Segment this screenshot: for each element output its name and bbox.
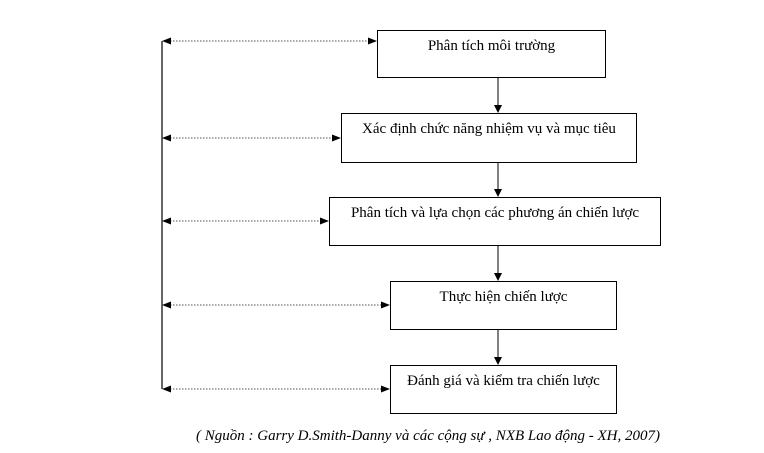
feedback-connector-3: [162, 217, 329, 225]
step-label: Xác định chức năng nhiệm vụ và mục tiêu: [362, 121, 616, 137]
feedback-connector-1: [162, 37, 377, 45]
step-label: Phân tích môi trường: [427, 38, 556, 54]
feedback-connector-5: [162, 385, 390, 393]
step-box-environment-analysis: Phân tích môi trường: [377, 30, 606, 78]
feedback-connector-2: [162, 134, 341, 142]
step-label: Phân tích và lựa chọn các phương án chiế…: [350, 205, 640, 221]
step-label: Thực hiện chiến lược: [439, 289, 568, 305]
source-caption: ( Nguồn : Garry D.Smith-Danny và các cộn…: [196, 428, 660, 444]
step-box-mission-objectives: Xác định chức năng nhiệm vụ và mục tiêu: [341, 113, 637, 163]
feedback-connector-4: [162, 301, 390, 309]
step-label: Đánh giá và kiểm tra chiến lược: [407, 373, 600, 389]
step-box-strategy-implementation: Thực hiện chiến lược: [390, 281, 617, 330]
step-box-strategy-evaluation: Đánh giá và kiểm tra chiến lược: [390, 365, 617, 414]
step-box-strategy-selection: Phân tích và lựa chọn các phương án chiế…: [329, 197, 661, 246]
